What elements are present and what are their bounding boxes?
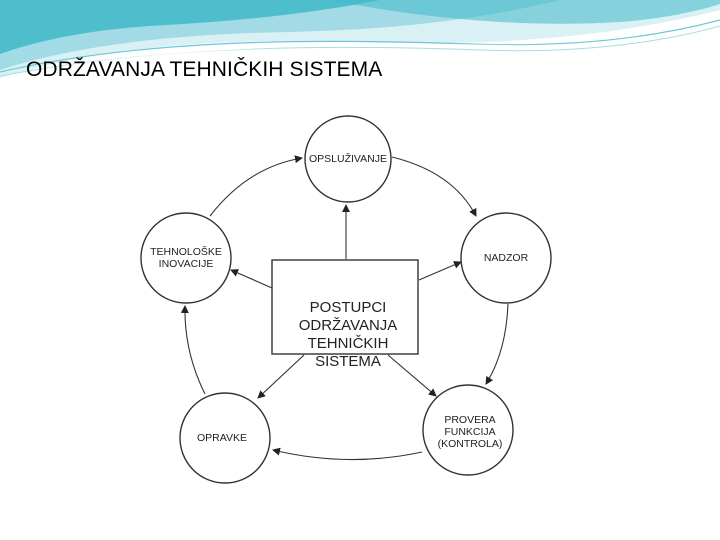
node-provera-circle bbox=[422, 384, 514, 476]
node-opsluzivanje-circle bbox=[304, 115, 392, 203]
arrow-opravke-to-tehnoloske bbox=[180, 305, 206, 395]
arrow-tehnoloske-to-opsluzivanje bbox=[209, 155, 303, 217]
node-opravke-label: OPRAVKE bbox=[197, 432, 247, 444]
node-provera-label: PROVERA FUNKCIJA (KONTROLA) bbox=[437, 414, 503, 450]
arrow-center-to-opravke bbox=[257, 354, 305, 399]
arrow-opsluzivanje-to-nadzor bbox=[391, 156, 477, 217]
arrow-center-to-tehnoloske bbox=[230, 269, 273, 289]
slide-title: ODRŽAVANJA TEHNIČKIH SISTEMA bbox=[26, 58, 383, 81]
arrow-center-to-provera bbox=[387, 354, 437, 397]
center-label: POSTUPCI ODRŽAVANJA TEHNIČKIH SISTEMA bbox=[298, 299, 398, 370]
arrow-center-to-nadzor bbox=[418, 261, 462, 281]
diagram-graphics bbox=[140, 115, 552, 484]
center-box bbox=[271, 259, 419, 355]
arrow-provera-to-opravke bbox=[272, 447, 423, 461]
node-tehnoloske-circle bbox=[140, 212, 232, 304]
node-nadzor-label: NADZOR bbox=[483, 252, 529, 264]
node-opravke-circle bbox=[179, 392, 271, 484]
node-tehnoloske-label: TEHNOLOŠKE INOVACIJE bbox=[150, 246, 222, 270]
node-nadzor-circle bbox=[460, 212, 552, 304]
arrow-nadzor-to-provera bbox=[485, 303, 509, 385]
node-opsluzivanje-label: OPSLUŽIVANJE bbox=[309, 153, 387, 165]
maintenance-cycle-diagram: OPSLUŽIVANJE NADZOR PROVERA FUNKCIJA (KO… bbox=[138, 112, 552, 484]
header-swoosh-decoration bbox=[0, 0, 720, 78]
